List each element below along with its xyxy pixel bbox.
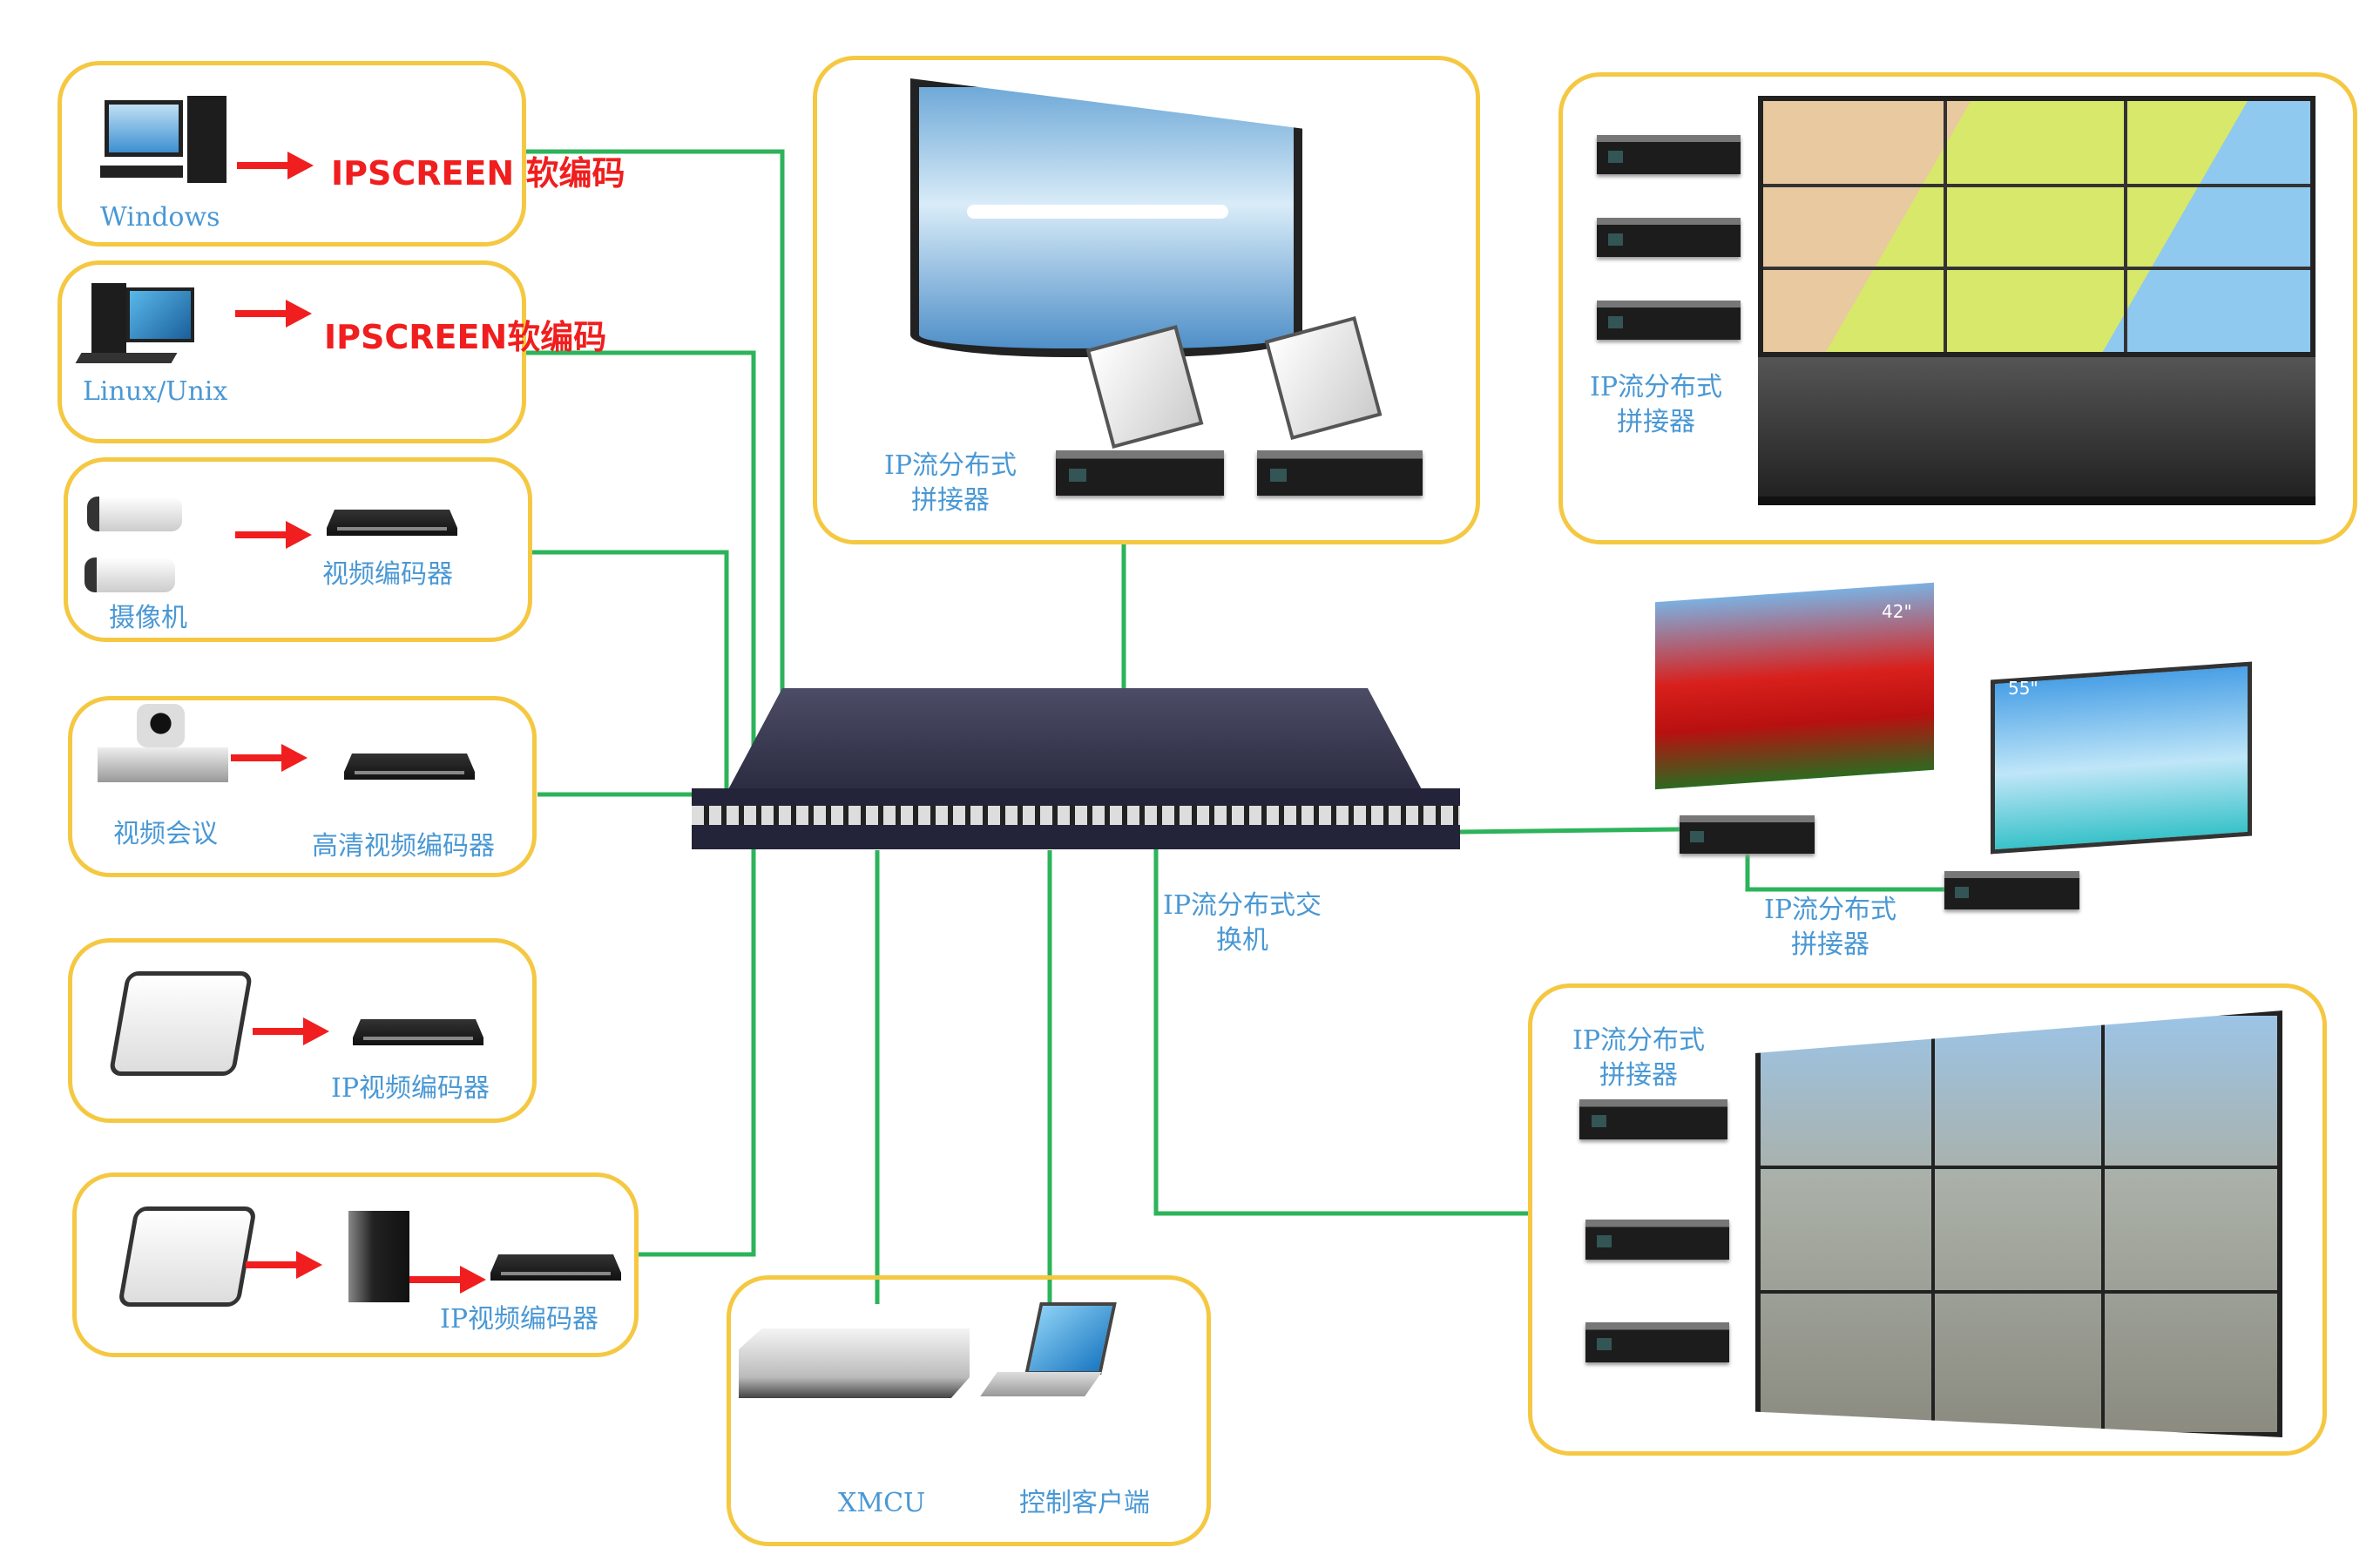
ip-encoder-icon	[353, 1019, 483, 1045]
display-55-size-label: 55"	[2008, 678, 2038, 699]
arrow-icon	[235, 521, 312, 549]
video-encoder-label: 视频编码器	[322, 559, 453, 590]
label-line: IP流分布式	[1572, 1025, 1706, 1056]
bullet-camera-icon	[85, 558, 175, 592]
ipscreen-linux-label: IPSCREEN软编码	[324, 318, 607, 356]
arrow-icon	[246, 1251, 322, 1279]
label-line: IP流分布式交	[1163, 890, 1322, 921]
splicer-rack-icon	[1579, 1099, 1727, 1139]
traffic-video-wall	[1755, 1010, 2282, 1437]
server-tower-icon	[348, 1211, 409, 1302]
splicer-rack-icon	[1597, 218, 1741, 257]
camera-label: 摄像机	[109, 603, 187, 633]
conference-camera-icon	[98, 704, 228, 787]
arrow-icon	[409, 1266, 486, 1294]
splicer-label-bottom-right: IP流分布式拼接器	[1572, 1024, 1705, 1093]
ip-encoder-label: IP视频编码器	[440, 1304, 599, 1335]
analog-camera-box	[68, 938, 537, 1123]
video-wall-box-bottom	[1528, 983, 2327, 1456]
link-middle-right-a	[1459, 827, 1680, 835]
label-line: 拼接器	[1617, 407, 1696, 437]
control-box	[727, 1275, 1211, 1546]
arrow-icon	[253, 1017, 329, 1045]
label-line: IP流分布式	[1590, 372, 1723, 402]
xmcu-server-icon	[739, 1328, 970, 1398]
splicer-rack-icon	[1257, 450, 1423, 496]
ip-encoder-label: IP视频编码器	[331, 1073, 490, 1104]
splicer-rack-icon	[1585, 1322, 1729, 1362]
linux-pc-icon	[75, 283, 209, 366]
ip-switch	[692, 688, 1460, 850]
linux-label: Linux/Unix	[83, 376, 228, 407]
ip-encoder-icon	[490, 1254, 621, 1281]
link-linux	[526, 350, 756, 790]
curved-display-box	[813, 56, 1480, 544]
splicer-rack-icon	[1680, 815, 1815, 854]
splicer-label-top-right: IP流分布式拼接器	[1590, 370, 1722, 440]
arrow-icon	[235, 300, 312, 328]
video-conference-label: 视频会议	[113, 819, 218, 849]
camera-source-box	[64, 457, 532, 642]
splicer-rack-icon	[1597, 135, 1741, 174]
link-analog-server	[639, 840, 756, 1257]
display-42-size-label: 42"	[1882, 601, 1912, 622]
label-line: 拼接器	[1599, 1060, 1679, 1091]
analog-camera-icon	[108, 971, 254, 1076]
hd-encoder-icon	[344, 754, 475, 780]
link-camera	[532, 550, 729, 790]
splicer-label-middle-right: IP流分布式拼接器	[1764, 893, 1896, 963]
ipscreen-windows-label: IPSCREEN 软编码	[331, 154, 625, 193]
video-wall-screen	[1758, 96, 2316, 357]
label-line: 换机	[1216, 925, 1269, 956]
splicer-rack-icon	[1944, 871, 2079, 909]
splicer-rack-icon	[1585, 1220, 1729, 1260]
arrow-icon	[237, 152, 314, 179]
link-bottom-right	[1153, 848, 1528, 1216]
video-wall-cabinet	[1758, 357, 2316, 505]
analog-camera-icon	[117, 1206, 258, 1307]
video-encoder-icon	[327, 510, 457, 536]
linux-source-box	[57, 260, 526, 443]
windows-label: Windows	[100, 202, 220, 233]
desktop-pc-icon	[100, 96, 231, 192]
splicer-rack-icon	[1056, 450, 1224, 496]
video-conference-box	[68, 696, 537, 877]
label-line: 拼接器	[1791, 929, 1870, 960]
splicer-label-top-center: IP流分布式拼接器	[884, 449, 1017, 518]
xmcu-label: XMCU	[838, 1488, 926, 1518]
airplane-icon	[967, 205, 1228, 219]
label-line: IP流分布式	[884, 450, 1017, 481]
windows-source-box	[57, 61, 526, 247]
analog-server-box	[72, 1173, 639, 1357]
link-middle-right-b	[1745, 850, 1944, 892]
label-line: IP流分布式	[1764, 895, 1897, 925]
label-line: 拼接器	[911, 485, 990, 516]
hd-encoder-label: 高清视频编码器	[312, 831, 495, 862]
switch-label: IP流分布式交换机	[1163, 889, 1322, 958]
video-wall-box-top	[1558, 72, 2357, 544]
laptop-icon	[980, 1302, 1119, 1416]
link-windows	[526, 149, 785, 790]
bullet-camera-icon	[87, 497, 182, 531]
arrow-icon	[231, 744, 308, 772]
control-client-label: 控制客户端	[1019, 1488, 1150, 1518]
splicer-rack-icon	[1597, 301, 1741, 340]
